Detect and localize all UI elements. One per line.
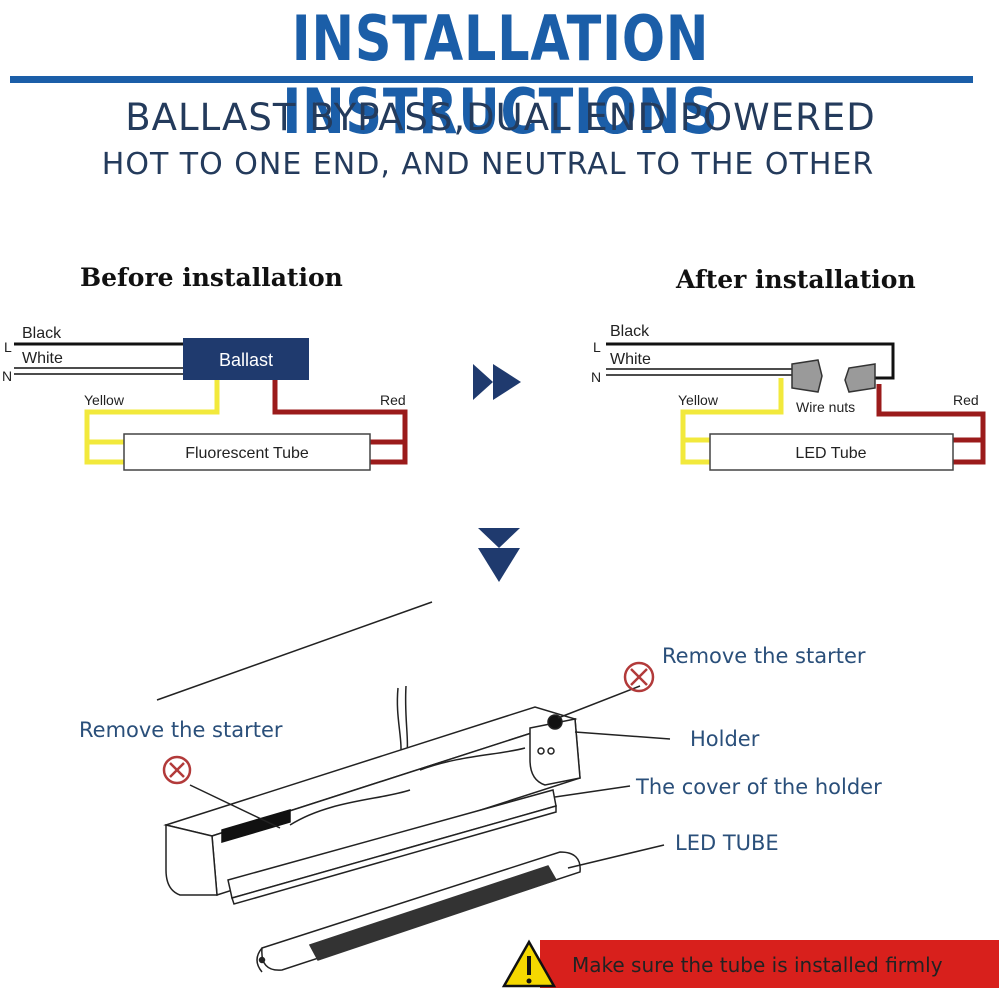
page-subtitle: BALLAST BYPASS,DUAL END POWERED [125, 96, 876, 139]
fluorescent-tube [123, 433, 371, 471]
red-wire-label: Red [380, 392, 406, 408]
wire-nut-right-icon [844, 363, 876, 393]
holder-pin-hole-1 [537, 747, 545, 755]
line-label: L [4, 339, 12, 355]
page-subtitle-2: HOT TO ONE END, AND NEUTRAL TO THE OTHER [101, 147, 875, 182]
black-wire-label: Black [22, 325, 62, 342]
ceiling-line [156, 601, 433, 701]
led-tube-pin [258, 956, 266, 964]
left-end-cap [165, 824, 218, 896]
page-title: INSTALLATION INSTRUCTIONS [282, 2, 719, 148]
double-chevron-down-icon [478, 528, 520, 582]
after-yellow-wire-label: Yellow [678, 392, 719, 408]
after-white-wire-label: White [610, 351, 651, 368]
led-tube-callout-label: LED TUBE [675, 831, 779, 855]
holder-cover-edge [231, 805, 557, 905]
fixture-inner-arc-1 [289, 789, 411, 826]
circle-x-icon [623, 661, 655, 693]
holder-pin-hole-2 [547, 747, 555, 755]
red-wire-1 [272, 380, 408, 465]
warning-text: Make sure the tube is installed firmly [572, 953, 943, 977]
leader-led-tube [567, 844, 665, 869]
yellow-wire-label: Yellow [84, 392, 125, 408]
yellow-wire-1 [84, 380, 220, 465]
fixture-inner-arc-2 [419, 747, 526, 771]
title-divider [10, 76, 973, 83]
before-heading: Before installation [80, 263, 343, 292]
holder-label: Holder [690, 727, 760, 751]
warning-triangle-icon [501, 939, 557, 988]
leader-starter-left [189, 784, 281, 829]
double-chevron-right-icon [473, 364, 521, 400]
after-black-wire [606, 342, 895, 380]
led-tube-end-cap [256, 947, 263, 973]
remove-starter-left-label: Remove the starter [79, 718, 283, 742]
fluorescent-tube-label: Fluorescent Tube [185, 445, 309, 462]
circle-x-icon [162, 755, 192, 785]
led-tube-label: LED Tube [795, 445, 866, 462]
after-red-wire-label: Red [953, 392, 979, 408]
after-neutral-label: N [591, 369, 601, 385]
cover-of-holder-label: The cover of the holder [635, 775, 882, 799]
after-yellow-wire-1 [680, 378, 784, 465]
led-tube-schematic [709, 433, 954, 471]
leader-holder [574, 731, 671, 740]
fixture-illustration [156, 601, 671, 973]
remove-starter-right-label: Remove the starter [662, 644, 866, 668]
warning-banner [540, 940, 999, 988]
ballast-label: Ballast [219, 350, 273, 370]
after-black-wire-label: Black [610, 323, 650, 340]
after-red-wire-1 [876, 384, 986, 465]
after-wiring-diagram: After installation Black White L N Wire … [591, 265, 986, 471]
neutral-label: N [2, 368, 12, 384]
holder-right [529, 718, 581, 786]
after-heading: After installation [675, 265, 916, 294]
led-strip [308, 865, 558, 961]
wire-nuts-label: Wire nuts [796, 399, 855, 415]
after-line-label: L [593, 339, 601, 355]
starter-slot-left [221, 808, 291, 844]
wire-nut-left-icon [791, 359, 823, 393]
white-wire-label: White [22, 350, 63, 367]
leader-cover [554, 785, 631, 798]
before-wiring-diagram: Before installation Black White L N Ball… [2, 263, 408, 471]
leader-starter-right [557, 685, 641, 719]
ballast-box [183, 338, 309, 380]
